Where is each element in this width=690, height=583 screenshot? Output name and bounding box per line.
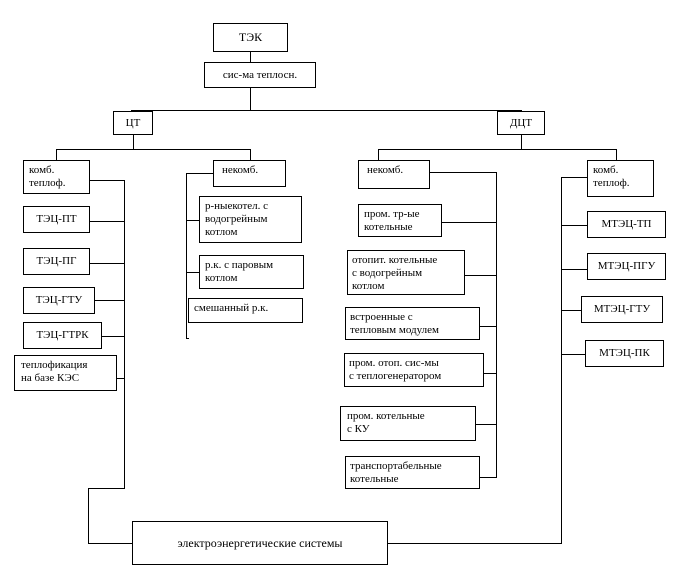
connector-ct-to-komb	[56, 149, 57, 160]
rail-tick-dct-komb-3	[561, 310, 582, 311]
node-dct: ДЦТ	[497, 111, 545, 135]
node-rk-parovoy: р.к. с паровым котлом	[199, 255, 304, 289]
rail-tick-ct-komb-0	[90, 180, 125, 181]
bus-ct-groups	[56, 149, 251, 150]
rail-tick-dct-nekomb-5	[476, 424, 497, 425]
node-sistema-teplosn: сис-ма теплосн.	[204, 62, 316, 88]
rail-dct-komb	[561, 177, 562, 543]
rail-tick-ct-nekomb-1	[186, 220, 200, 221]
connector-dct-down	[521, 135, 522, 149]
rail-tick-dct-nekomb-6	[480, 477, 497, 478]
node-vstroennye-teplmodul: встроенные с тепловым модулем	[345, 307, 480, 340]
rail-tick-ct-nekomb-0	[186, 173, 214, 174]
node-prom-kotelnye-ku: пром. котельные с КУ	[340, 406, 476, 441]
connector-dct-to-komb	[616, 149, 617, 160]
node-mtec-tp: МТЭЦ-ТП	[587, 211, 666, 238]
node-prom-otop-sistemy: пром. отоп. сис-мы с теплогенератором	[344, 353, 484, 387]
connector-ct-down	[133, 135, 134, 149]
connector-sistema-down	[250, 88, 251, 110]
node-tek: ТЭК	[213, 23, 288, 52]
connector-footer-left-in	[88, 543, 133, 544]
rail-tick-ct-komb-1	[90, 221, 125, 222]
rail-tick-ct-nekomb-3	[186, 338, 189, 339]
node-ct: ЦТ	[113, 111, 153, 135]
rail-ct-komb	[124, 180, 125, 488]
node-group-ct-komb: комб. теплоф.	[23, 160, 90, 194]
connector-footer-right-in	[388, 543, 562, 544]
bus-branches	[131, 110, 522, 111]
connector-dct-to-nekomb	[378, 149, 379, 160]
connector-ct-to-nekomb	[250, 149, 251, 160]
rail-tick-dct-komb-4	[561, 354, 586, 355]
node-tec-gtu: ТЭЦ-ГТУ	[23, 287, 95, 314]
node-otopit-kotelnye: отопит. котельные с водогрейным котлом	[347, 250, 465, 295]
rail-dct-nekomb	[496, 172, 497, 478]
connector-tek-to-sistema	[250, 52, 251, 62]
node-group-dct-nekomb: некомб.	[358, 160, 430, 189]
node-tec-gtrk: ТЭЦ-ГТРК	[23, 322, 102, 349]
rail-tick-ct-komb-4	[102, 336, 125, 337]
rail-tick-dct-nekomb-2	[465, 275, 497, 276]
rail-tick-ct-komb-2	[90, 263, 125, 264]
node-rk-vodogreyniy: р-ныекотел. с водогрейным котлом	[199, 196, 302, 243]
rail-tick-dct-nekomb-4	[484, 373, 497, 374]
rail-tick-dct-nekomb-3	[480, 326, 497, 327]
node-rk-smeshanniy: смешанный р.к.	[188, 298, 303, 323]
rail-tick-ct-komb-5	[117, 378, 125, 379]
node-teplofikaciya-kes: теплофикация на базе КЭС	[14, 355, 117, 391]
node-elektroenergeticheskie-sistemy: электроэнергетические системы	[132, 521, 388, 565]
node-tec-pg: ТЭЦ-ПГ	[23, 248, 90, 275]
rail-tick-ct-nekomb-2	[186, 272, 200, 273]
rail-tick-dct-nekomb-1	[442, 222, 497, 223]
node-group-dct-komb: комб. теплоф.	[587, 160, 654, 197]
rail-ct-nekomb	[186, 173, 187, 339]
rail-tick-dct-komb-0	[561, 177, 588, 178]
rail-tick-dct-nekomb-0	[430, 172, 497, 173]
node-mtec-pk: МТЭЦ-ПК	[585, 340, 664, 367]
connector-ct-komb-to-footer-h	[88, 488, 125, 489]
node-mtec-gtu: МТЭЦ-ГТУ	[581, 296, 663, 323]
node-transportabelnye-kotelnye: транспортабельные котельные	[345, 456, 480, 489]
node-tec-pt: ТЭЦ-ПТ	[23, 206, 90, 233]
node-mtec-pgu: МТЭЦ-ПГУ	[587, 253, 666, 280]
bus-dct-groups	[378, 149, 616, 150]
rail-tick-dct-komb-2	[561, 269, 588, 270]
rail-tick-dct-komb-1	[561, 225, 588, 226]
node-group-ct-nekomb: некомб.	[213, 160, 286, 187]
node-prom-tr-kotelnye: пром. тр-ые котельные	[358, 204, 442, 237]
connector-ct-komb-to-footer-v	[88, 488, 89, 544]
rail-tick-ct-komb-3	[95, 300, 125, 301]
